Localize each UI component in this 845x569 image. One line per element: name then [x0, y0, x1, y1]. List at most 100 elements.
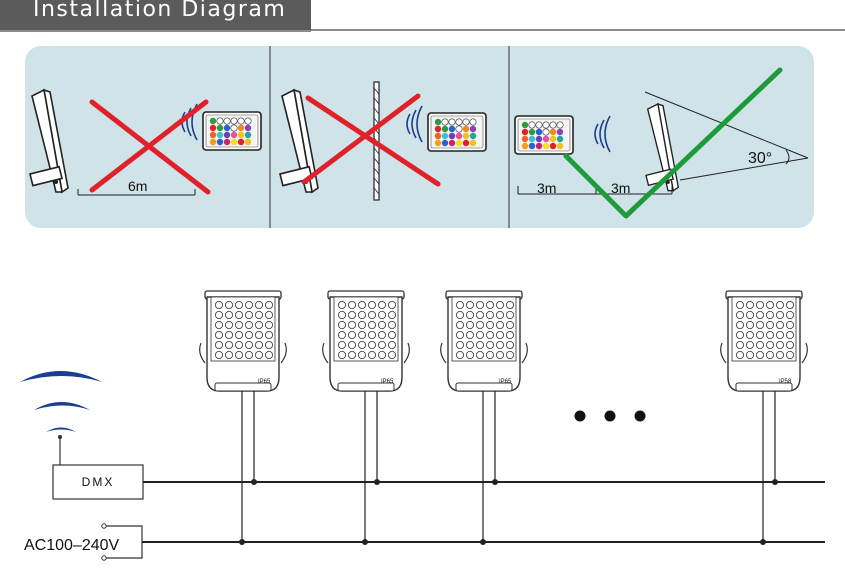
led-dot	[234, 300, 243, 309]
floodlight-icon	[439, 290, 529, 392]
led-dot	[746, 320, 755, 329]
led-dot	[337, 300, 346, 309]
led-dot	[214, 310, 223, 319]
led-dot	[465, 300, 474, 309]
led-dot	[224, 340, 233, 349]
fixture-4: IP58	[719, 290, 809, 545]
led-dot	[455, 300, 464, 309]
led-dot	[244, 320, 253, 329]
title-divider	[311, 29, 845, 31]
angle-line-lower	[679, 157, 809, 181]
led-dot	[337, 340, 346, 349]
led-dot	[485, 340, 494, 349]
led-dot	[244, 340, 253, 349]
led-dot	[367, 340, 376, 349]
led-dot	[244, 300, 253, 309]
led-dot	[254, 300, 263, 309]
led-dot	[776, 300, 785, 309]
led-dot	[357, 300, 366, 309]
panel-correct: 30° 3m 3m	[514, 67, 809, 219]
led-dot	[475, 320, 484, 329]
led-dot	[766, 300, 775, 309]
led-dot	[337, 350, 346, 359]
floodlight-icon	[321, 290, 411, 392]
led-dot	[367, 300, 376, 309]
led-dot	[214, 340, 223, 349]
led-dot	[766, 340, 775, 349]
led-dot	[776, 340, 785, 349]
led-dot	[505, 340, 514, 349]
led-dot	[224, 300, 233, 309]
led-dot	[347, 350, 356, 359]
led-dot	[455, 320, 464, 329]
led-dot	[746, 350, 755, 359]
check-mark-icon	[563, 67, 783, 219]
ellipsis-icon	[574, 410, 646, 422]
led-dot	[756, 300, 765, 309]
led-dot	[234, 350, 243, 359]
dmx-controller	[52, 464, 144, 500]
led-dot	[367, 310, 376, 319]
led-dot	[387, 320, 396, 329]
led-dot	[347, 330, 356, 339]
led-dot	[367, 350, 376, 359]
led-dot	[337, 320, 346, 329]
led-dot	[786, 300, 795, 309]
led-dot	[455, 310, 464, 319]
led-grids	[214, 300, 795, 359]
led-dot	[475, 330, 484, 339]
led-dot	[367, 320, 376, 329]
led-dot	[495, 300, 504, 309]
led-dot	[377, 330, 386, 339]
led-dot	[505, 330, 514, 339]
led-dot	[234, 330, 243, 339]
led-dot	[214, 350, 223, 359]
led-dot	[387, 330, 396, 339]
led-dot	[357, 330, 366, 339]
led-dot	[347, 340, 356, 349]
led-dot	[264, 300, 273, 309]
led-dot	[465, 330, 474, 339]
angle-line-upper	[644, 91, 809, 159]
led-dot	[254, 320, 263, 329]
led-dot	[347, 310, 356, 319]
led-dot	[347, 300, 356, 309]
power-label: AC100–240V	[24, 537, 120, 554]
led-dot	[357, 340, 366, 349]
led-dot	[786, 320, 795, 329]
led-dot	[214, 320, 223, 329]
led-dot	[234, 320, 243, 329]
led-dot	[475, 300, 484, 309]
led-dot	[244, 330, 253, 339]
led-dot	[746, 300, 755, 309]
ip-rating-label: IP65	[381, 379, 394, 385]
led-dot	[756, 340, 765, 349]
led-dot	[766, 350, 775, 359]
led-dot	[485, 320, 494, 329]
led-dot	[387, 310, 396, 319]
led-dot	[377, 340, 386, 349]
led-dot	[475, 310, 484, 319]
ip-rating-label: IP65	[258, 379, 271, 385]
led-dot	[485, 310, 494, 319]
led-dot	[357, 350, 366, 359]
led-dot	[756, 330, 765, 339]
panel-obstructed	[279, 81, 487, 201]
led-dot	[786, 350, 795, 359]
panel-too-far: 6m	[29, 89, 262, 196]
led-dot	[776, 350, 785, 359]
fixture-3: IP65	[439, 290, 529, 545]
led-dot	[387, 300, 396, 309]
led-dot	[465, 310, 474, 319]
led-dot	[234, 310, 243, 319]
led-dot	[766, 310, 775, 319]
led-dot	[495, 350, 504, 359]
led-dot	[367, 330, 376, 339]
led-dot	[214, 300, 223, 309]
fixture-2: IP65	[321, 290, 411, 545]
led-dot	[766, 330, 775, 339]
led-dot	[495, 330, 504, 339]
led-dot	[505, 350, 514, 359]
led-dot	[736, 310, 745, 319]
led-dot	[776, 320, 785, 329]
